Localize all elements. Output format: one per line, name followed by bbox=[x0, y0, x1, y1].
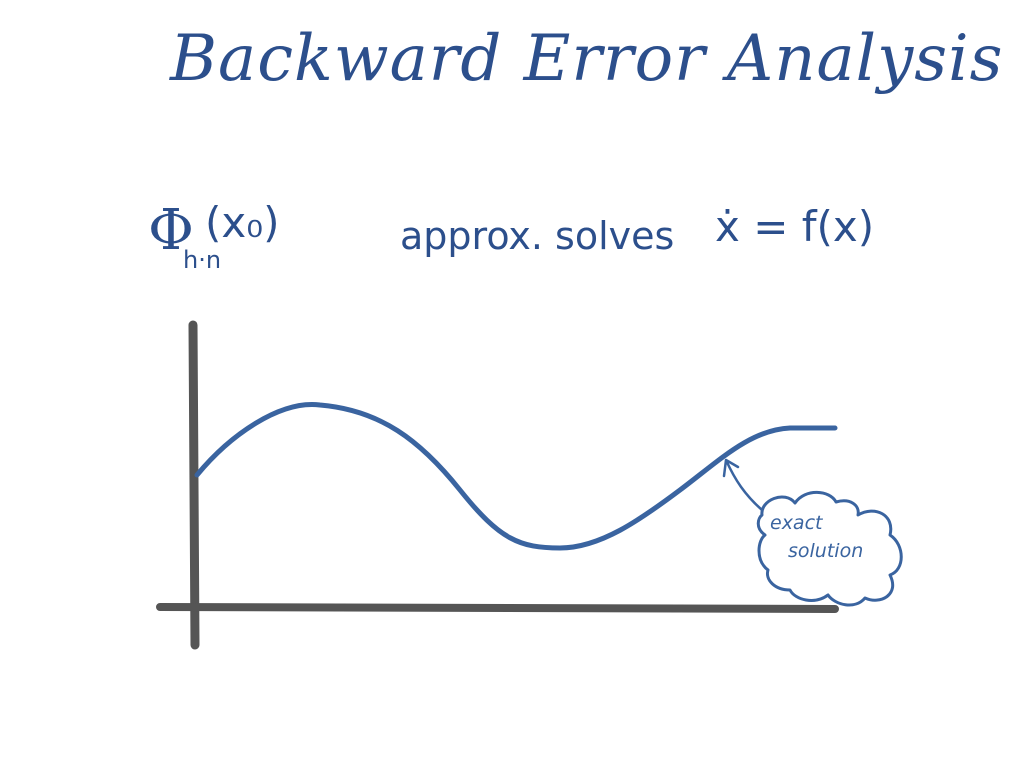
cloud-icon bbox=[756, 490, 903, 607]
phi-symbol: Φ bbox=[148, 198, 194, 263]
page-title: Backward Error Analysis bbox=[170, 22, 1004, 96]
y-axis bbox=[188, 320, 200, 650]
ode-equation: ẋ = f(x) bbox=[715, 202, 875, 251]
x-axis bbox=[156, 603, 839, 613]
statement-verb: approx. solves bbox=[400, 214, 675, 258]
exact-solution-curve bbox=[194, 402, 838, 551]
annotation-exact: exact bbox=[770, 512, 823, 534]
annotation-solution: solution bbox=[788, 540, 864, 562]
phi-subscript: h·n bbox=[183, 246, 222, 274]
phi-argument: (x₀) bbox=[205, 198, 280, 247]
arrow-icon bbox=[722, 458, 764, 512]
